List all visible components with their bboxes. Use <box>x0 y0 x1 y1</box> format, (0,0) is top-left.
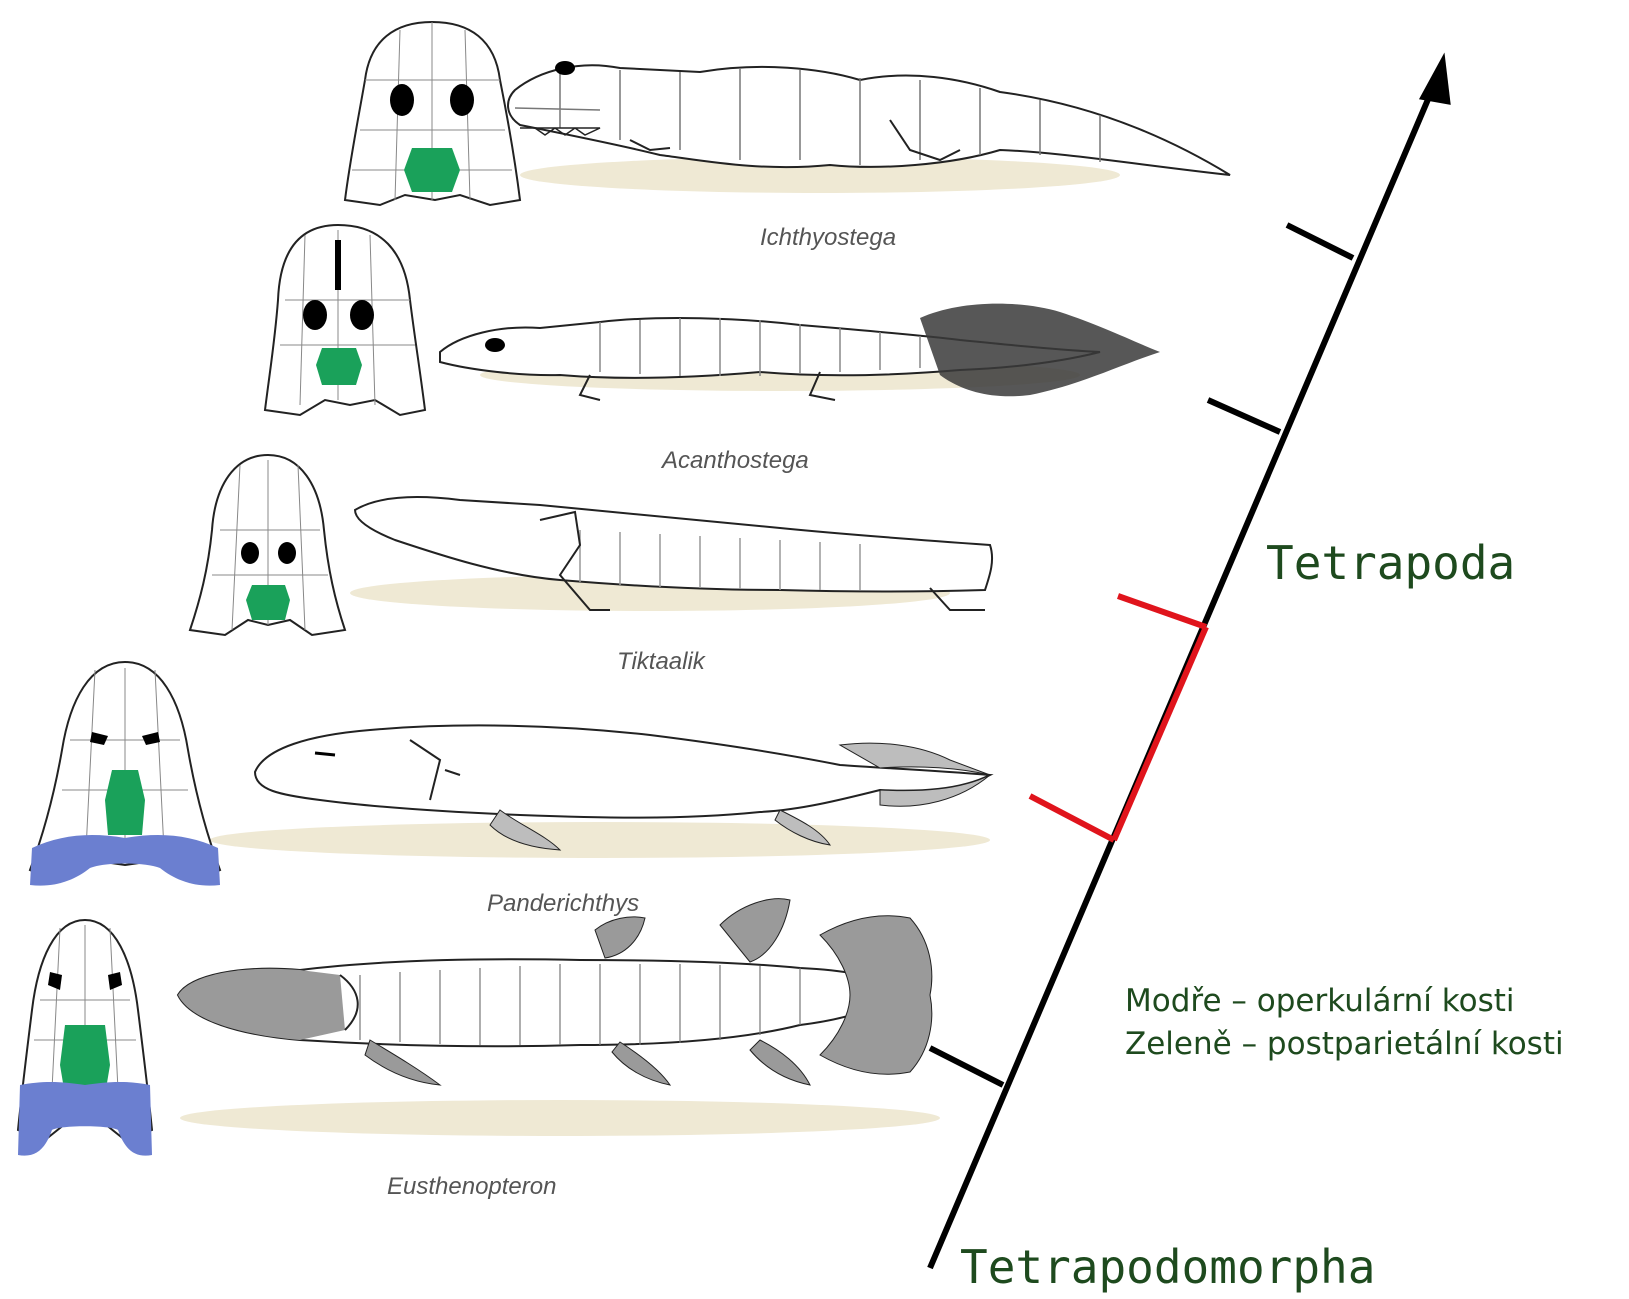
legend-green-postparietal: Zeleně – postparietální kosti <box>1125 1026 1564 1062</box>
arrowhead-icon <box>1419 51 1454 105</box>
acanthostega-group <box>265 225 1160 415</box>
highlighted-branch-red <box>1030 596 1206 840</box>
ground-shadow <box>210 822 990 858</box>
legend-blue-opercular: Modře – operkulární kosti <box>1125 983 1515 1019</box>
cladogram-stem <box>930 51 1453 1268</box>
eusthenopteron-group <box>18 899 940 1156</box>
node-tick-acanthostega <box>1208 400 1280 432</box>
panderichthys-skull-icon <box>30 662 220 886</box>
acanthostega-skull-icon <box>265 225 425 415</box>
species-label-panderichthys: Panderichthys <box>487 890 639 918</box>
eusthenopteron-skull-icon <box>18 920 152 1156</box>
ichthyostega-skull-icon <box>345 22 520 205</box>
tiktaalik-skull-icon <box>190 455 345 635</box>
node-tick-eusthenopteron <box>930 1048 1003 1085</box>
species-label-acanthostega: Acanthostega <box>662 447 809 475</box>
species-label-eusthenopteron: Eusthenopteron <box>387 1173 556 1201</box>
node-tick-ichthyostega <box>1287 225 1353 258</box>
eusthenopteron-body-icon <box>178 899 932 1085</box>
ichthyostega-body-icon <box>508 61 1230 175</box>
ichthyostega-group <box>345 22 1230 205</box>
species-label-ichthyostega: Ichthyostega <box>760 224 896 252</box>
clade-label-tetrapodomorpha: Tetrapodomorpha <box>960 1240 1375 1294</box>
clade-label-tetrapoda: Tetrapoda <box>1266 536 1515 590</box>
tiktaalik-group <box>190 455 992 635</box>
species-label-tiktaalik: Tiktaalik <box>617 648 705 676</box>
ground-shadow <box>180 1100 940 1136</box>
panderichthys-group <box>30 662 990 886</box>
